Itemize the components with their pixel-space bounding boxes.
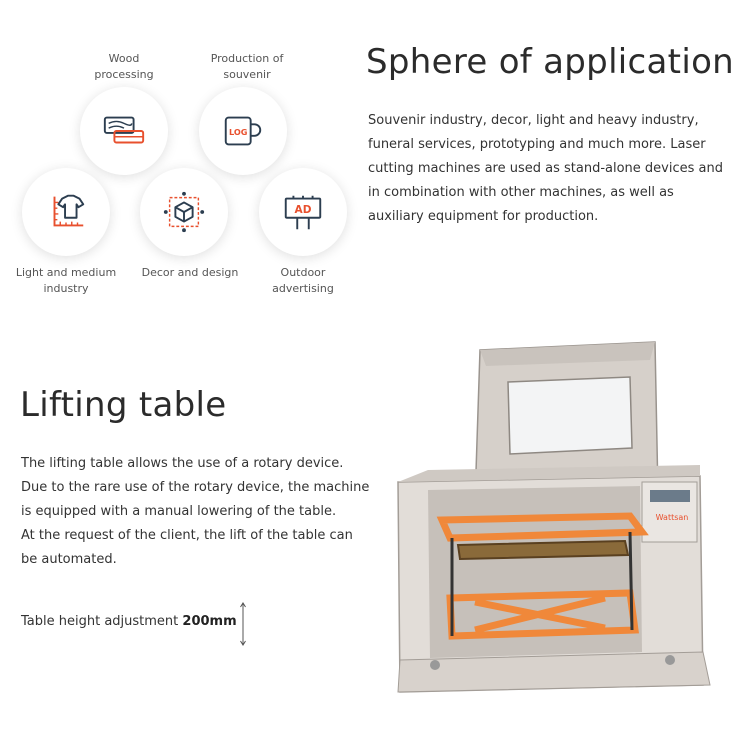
- souvenir-circle: LOG: [199, 87, 287, 175]
- adjustment-label: Table height adjustment: [21, 614, 179, 629]
- sphere-line: cutting machines are used as stand-alone…: [368, 161, 723, 176]
- adjustment-value: 200mm: [182, 614, 237, 629]
- laser-machine-image: Wattsan: [397, 341, 711, 693]
- lifting-line: The lifting table allows the use of a ro…: [21, 456, 344, 471]
- machine-brand: Wattsan: [656, 513, 689, 522]
- wood-board-icon: [103, 116, 145, 144]
- souvenir-label: Production of souvenir: [210, 52, 284, 81]
- outdoor-circle: AD: [259, 168, 347, 256]
- shirt-ruler-icon: [53, 194, 85, 227]
- decor-label: Decor and design: [141, 266, 239, 279]
- industry-circle: [22, 168, 110, 256]
- wood-processing-label: Wood processing: [94, 52, 154, 81]
- log-mug-icon: LOG: [224, 116, 262, 146]
- lifting-line: At the request of the client, the lift o…: [21, 528, 353, 543]
- sphere-line: funeral services, prototyping and much m…: [368, 137, 706, 152]
- industry-label: Light and medium industry: [15, 266, 117, 295]
- height-arrow-icon: [240, 602, 246, 646]
- cube-design-icon: [163, 191, 205, 233]
- decor-circle: [140, 168, 228, 256]
- sphere-line: auxiliary equipment for production.: [368, 209, 599, 224]
- billboard-ad-text: AD: [295, 204, 312, 216]
- lifting-line: is equipped with a manual lowering of th…: [21, 504, 337, 519]
- sphere-description: Souvenir industry, decor, light and heav…: [368, 109, 740, 229]
- sphere-line: in combination with other machines, as w…: [368, 185, 674, 200]
- lifting-title: Lifting table: [20, 385, 227, 425]
- outdoor-label: Outdoor advertising: [272, 266, 334, 295]
- sphere-line: Souvenir industry, decor, light and heav…: [368, 113, 699, 128]
- lifting-line: be automated.: [21, 552, 117, 567]
- wood-processing-circle: [80, 87, 168, 175]
- mug-log-text: LOG: [229, 127, 248, 137]
- billboard-icon: AD: [284, 195, 322, 230]
- sphere-title: Sphere of application: [366, 42, 735, 82]
- lifting-line: Due to the rare use of the rotary device…: [21, 480, 370, 495]
- table-height-adjustment: Table height adjustment 200mm: [21, 614, 237, 629]
- lifting-description: The lifting table allows the use of a ro…: [21, 452, 371, 572]
